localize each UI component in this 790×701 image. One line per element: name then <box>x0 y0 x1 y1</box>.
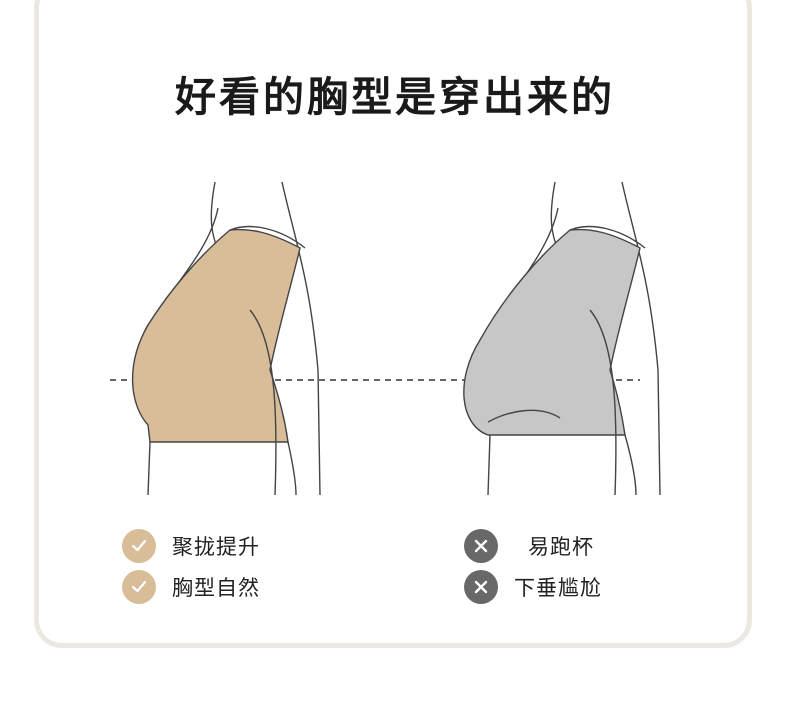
good-feature-label: 胸型自然 <box>172 576 260 600</box>
bad-feature-label: 下垂尴尬 <box>514 576 602 600</box>
good-feature-label: 聚拢提升 <box>172 535 260 559</box>
good-feature-1: 聚拢提升 <box>122 528 260 564</box>
page-title: 好看的胸型是穿出来的 <box>175 73 615 121</box>
bad-feature-label: 易跑杯 <box>528 535 594 559</box>
cross-icon <box>464 570 498 604</box>
check-icon <box>122 529 156 563</box>
good-bra-illustration <box>100 180 330 500</box>
bad-bra-illustration <box>440 180 670 500</box>
good-feature-2: 胸型自然 <box>122 569 260 605</box>
bad-feature-2: 下垂尴尬 <box>464 569 602 605</box>
cross-icon <box>464 529 498 563</box>
check-icon <box>122 570 156 604</box>
bad-feature-1: 易跑杯 <box>464 528 594 564</box>
